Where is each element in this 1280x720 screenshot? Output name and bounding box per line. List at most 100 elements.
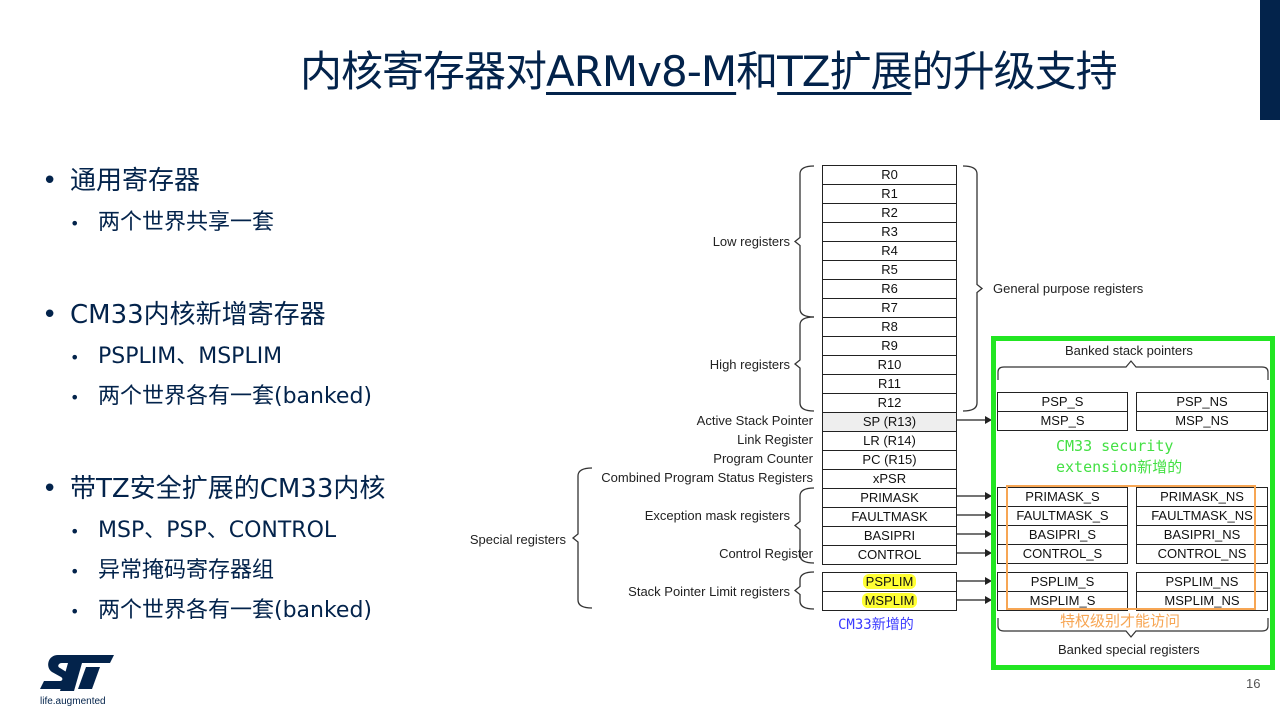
register-name: R0	[881, 167, 898, 182]
register-name: R9	[881, 338, 898, 353]
title-part: 的升级支持	[911, 47, 1118, 96]
sub-bullet-text: 异常掩码寄存器组	[98, 558, 275, 583]
register-r8: R8	[822, 317, 957, 337]
register-name: SP (R13)	[862, 414, 917, 429]
banked-register-primask-ns: PRIMASK_NS	[1136, 487, 1268, 507]
st-logo	[40, 655, 114, 691]
banked-register-msp-ns: MSP_NS	[1136, 411, 1268, 431]
register-sp-r13: SP (R13)	[822, 412, 957, 432]
register-name: R3	[881, 224, 898, 239]
sub-bullet-text: 两个世界共享一套	[98, 210, 275, 235]
tagline: life.augmented	[40, 696, 106, 707]
bullet-dot: •	[42, 166, 58, 196]
sub-bullet-item: •两个世界共享一套	[70, 212, 274, 234]
register-control: CONTROL	[822, 545, 957, 565]
banked-register-basipri-ns: BASIPRI_NS	[1136, 525, 1268, 545]
bullet-text: CM33内核新增寄存器	[70, 300, 326, 330]
register-r1: R1	[822, 184, 957, 204]
register-name: LR (R14)	[863, 433, 916, 448]
title-part: 内核寄存器对	[300, 47, 547, 96]
sub-bullet-item: • MSP、PSP、CONTROL	[70, 520, 336, 542]
register-name: FAULTMASK	[851, 509, 928, 524]
register-r6: R6	[822, 279, 957, 299]
register-name: xPSR	[872, 471, 907, 486]
register-name: BASIPRI	[863, 528, 916, 543]
label-general: General purpose registers	[993, 281, 1144, 296]
bullet-dot: •	[70, 522, 80, 541]
page-title: 内核寄存器对ARMv8-M和TZ扩展的升级支持	[300, 38, 1118, 99]
register-faultmask: FAULTMASK	[822, 507, 957, 527]
bullet-dot: •	[70, 562, 80, 581]
banked-special-title: Banked special registers	[1058, 642, 1200, 657]
register-r12: R12	[822, 393, 957, 413]
register-name: R6	[881, 281, 898, 296]
banked-stack-title: Banked stack pointers	[1065, 343, 1193, 358]
register-xpsr: xPSR	[822, 469, 957, 489]
register-r10: R10	[822, 355, 957, 375]
security-note-line: extension新增的	[1056, 458, 1183, 476]
register-r2: R2	[822, 203, 957, 223]
register-name: PRIMASK	[860, 490, 919, 505]
cm33-new-note: CM33新增的	[838, 617, 914, 633]
bullet-text: 带TZ安全扩展的CM33内核	[70, 474, 386, 504]
security-note-line: CM33 security	[1056, 437, 1174, 455]
brace	[571, 467, 593, 609]
brace	[793, 487, 815, 564]
privileged-note: 特权级别才能访问	[1060, 612, 1181, 630]
sub-bullet-item: •PSPLIM、MSPLIM	[70, 346, 282, 368]
register-psplim: PSPLIM	[822, 572, 957, 592]
sub-bullet-text: MSP、PSP、CONTROL	[98, 518, 337, 543]
register-name: R11	[878, 376, 901, 391]
label-high: High registers	[709, 357, 790, 372]
register-name: R2	[881, 205, 898, 220]
label-exception: Exception mask registers	[644, 508, 790, 523]
sub-bullet-item: • 异常掩码寄存器组	[70, 560, 274, 582]
page-number: 16	[1246, 676, 1261, 691]
privileged-box	[1006, 485, 1256, 610]
security-note: CM33 security extension新增的	[1056, 436, 1182, 478]
register-r11: R11	[822, 374, 957, 394]
title-link-armv8m: ARMv8-M	[546, 47, 737, 96]
bullet-dot: •	[70, 602, 80, 621]
arrow-head	[985, 530, 992, 538]
register-name: CONTROL	[857, 547, 922, 562]
title-part: 和	[736, 47, 778, 96]
brace	[962, 165, 984, 412]
register-r5: R5	[822, 260, 957, 280]
label-special: Special registers	[469, 532, 566, 547]
brace	[997, 618, 1269, 638]
register-name: R12	[877, 395, 902, 410]
brace	[793, 165, 815, 318]
label-xpsr: Combined Program Status Registers	[601, 470, 813, 485]
register-basipri: BASIPRI	[822, 526, 957, 546]
banked-register-psp-ns: PSP_NS	[1136, 392, 1268, 412]
brace	[793, 571, 815, 610]
register-name: PSPLIM	[862, 574, 917, 589]
label-control: Control Register	[719, 546, 813, 561]
banked-register-msplim-ns: MSPLIM_NS	[1136, 591, 1268, 611]
bullet-dot: •	[42, 300, 58, 330]
register-msplim: MSPLIM	[822, 591, 957, 611]
register-name: R4	[881, 243, 898, 258]
banked-register-basipri-s: BASIPRI_S	[997, 525, 1128, 545]
sub-bullet-item: • 两个世界各有一套(banked)	[70, 386, 372, 408]
sub-bullet-text: 两个世界各有一套(banked)	[98, 384, 373, 409]
label-lr: Link Register	[737, 432, 813, 447]
banked-register-psp-s: PSP_S	[997, 392, 1128, 412]
register-r3: R3	[822, 222, 957, 242]
register-name: R8	[881, 319, 898, 334]
banked-register-msp-s: MSP_S	[997, 411, 1128, 431]
arrow-head	[985, 549, 992, 557]
label-pc: Program Counter	[713, 451, 813, 466]
sub-bullet-text: PSPLIM、MSPLIM	[98, 344, 283, 369]
arrow-head	[985, 511, 992, 519]
bullet-dot: •	[70, 388, 80, 407]
register-pc-r15: PC (R15)	[822, 450, 957, 470]
register-name: MSPLIM	[861, 593, 918, 608]
register-r0: R0	[822, 165, 957, 185]
banked-registers-box	[991, 336, 1275, 670]
title-link-tz: TZ扩展	[777, 47, 912, 96]
register-r4: R4	[822, 241, 957, 261]
register-lr-r14: LR (R14)	[822, 431, 957, 451]
